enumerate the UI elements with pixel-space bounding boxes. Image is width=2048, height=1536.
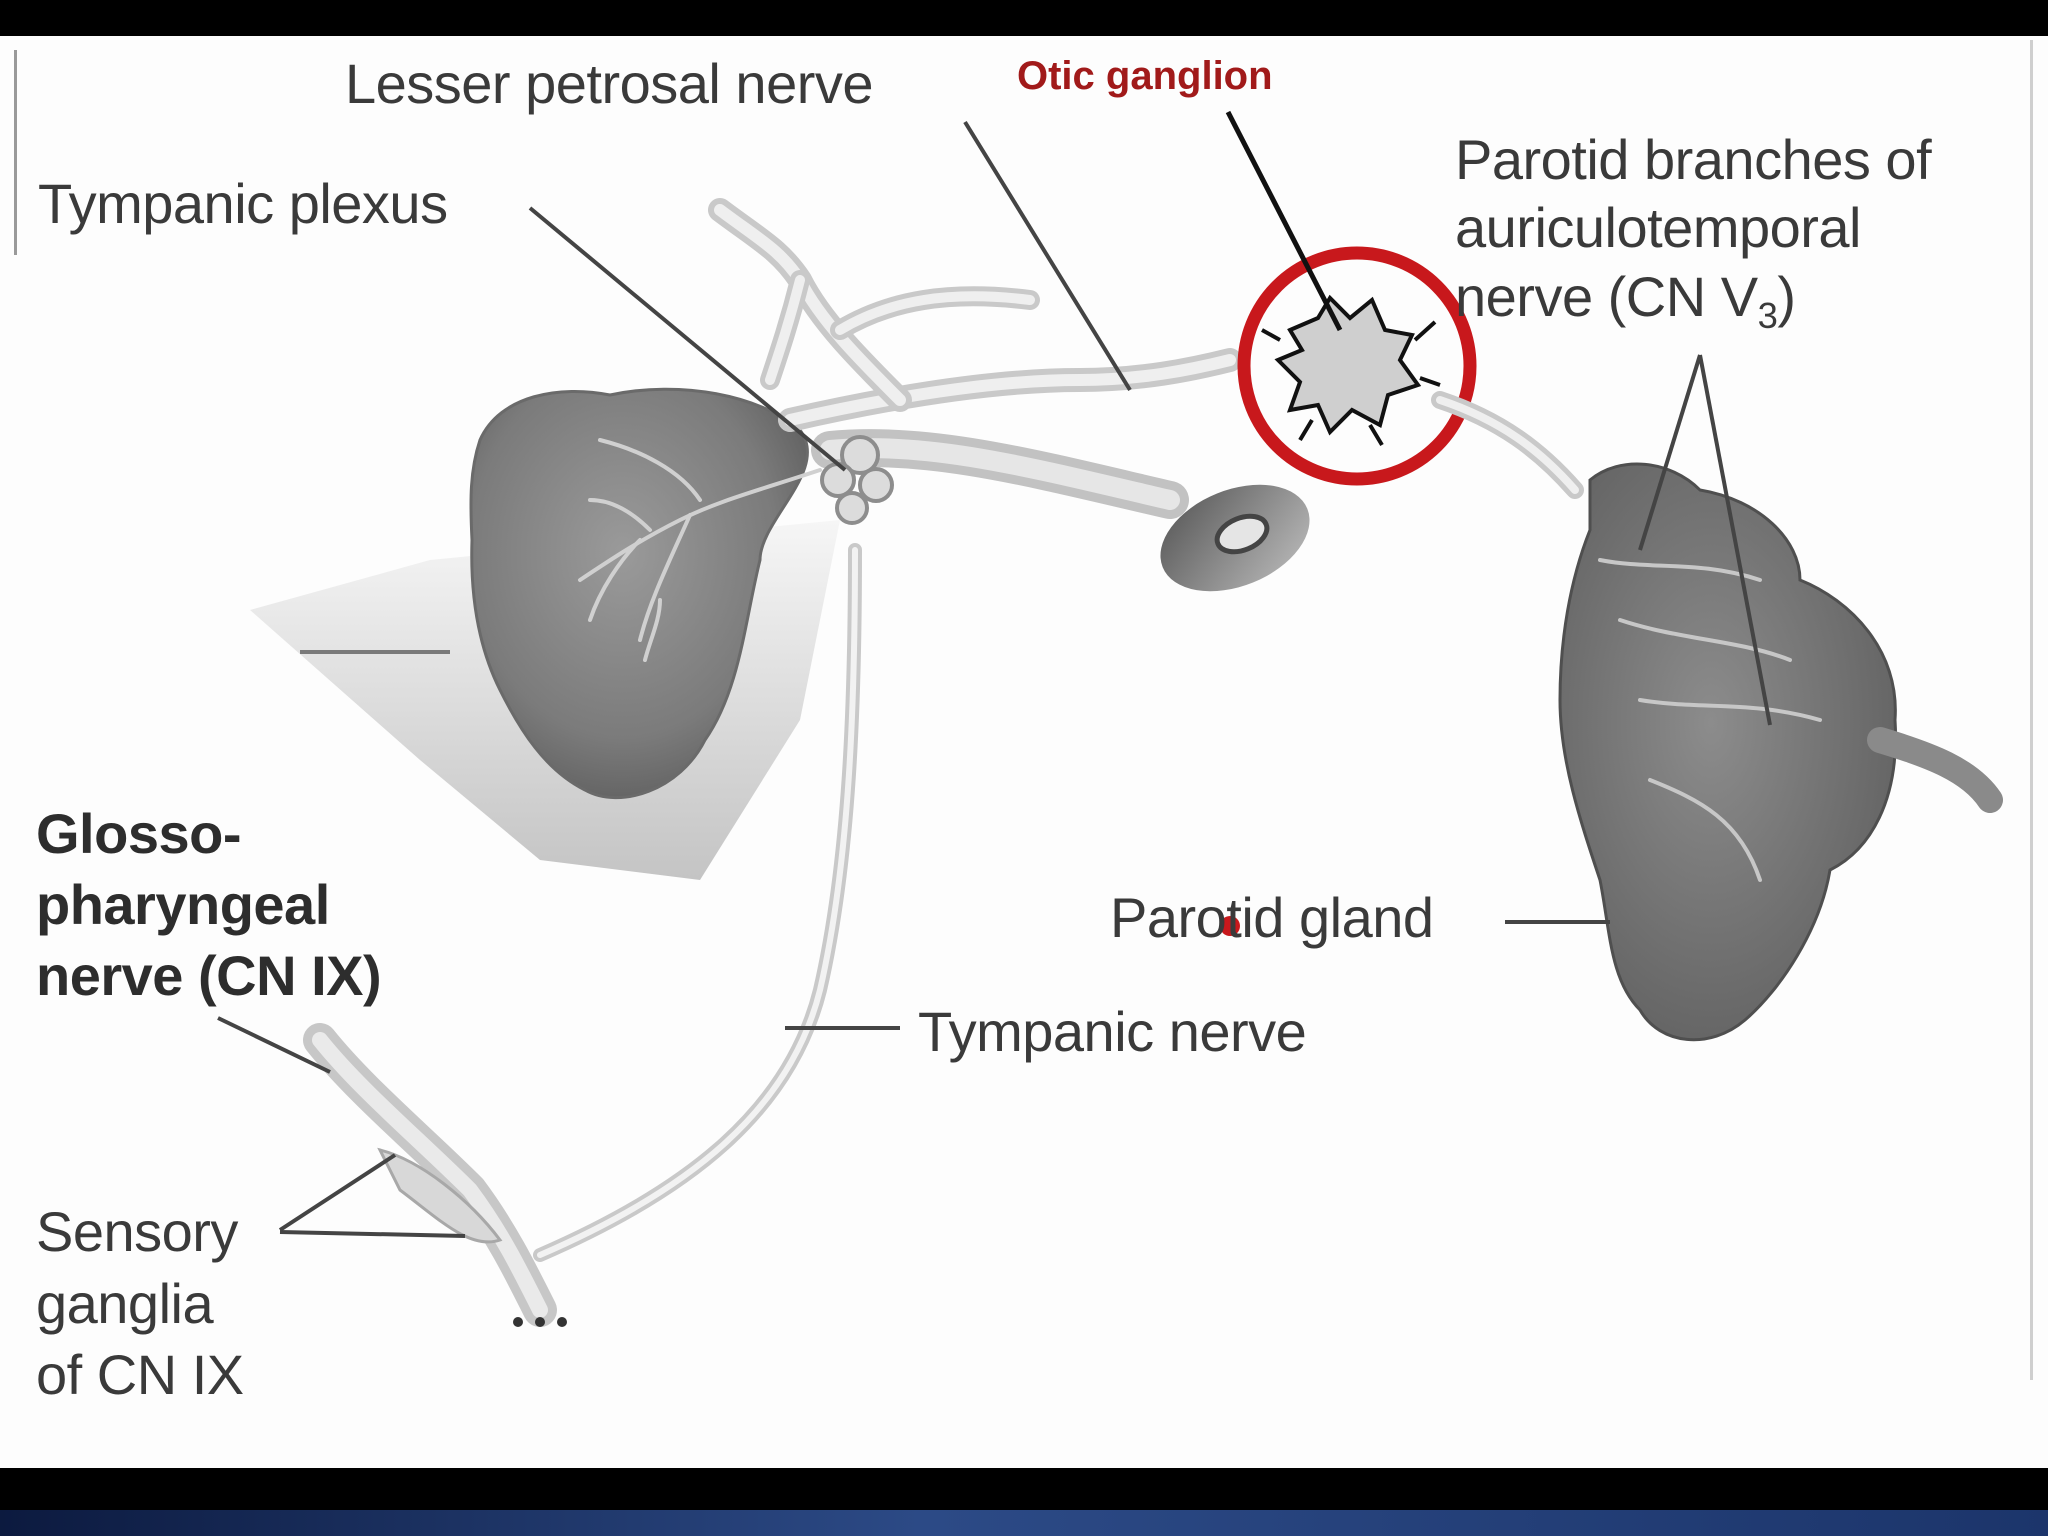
label-tympanic-plexus: Tympanic plexus: [38, 170, 448, 238]
label-sensory-ganglia-line1: Sensory: [36, 1196, 244, 1268]
otic-ganglion-shape: [1262, 298, 1440, 445]
auriculotemporal-nerve-shape: [1440, 400, 1575, 490]
label-glossopharyngeal-line2: pharyngeal: [36, 869, 381, 940]
label-parotid-branches-line3: nerve (CN V3): [1455, 263, 2015, 339]
label-parotid-branches-line3-prefix: nerve (CN V: [1455, 265, 1758, 328]
label-glossopharyngeal-line3: nerve (CN IX): [36, 940, 381, 1011]
label-parotid-branches: Parotid branches of auriculotemporal ner…: [1455, 126, 2015, 338]
otic-ganglion-pointer: [1228, 112, 1340, 330]
parotid-duct-shape: [1880, 740, 1990, 800]
bottom-letterbox-bar: [0, 1468, 2048, 1510]
label-otic-ganglion: Otic ganglion: [1017, 52, 1273, 101]
label-parotid-branches-line3-suffix: ): [1777, 265, 1795, 328]
label-lesser-petrosal-nerve: Lesser petrosal nerve: [345, 50, 873, 118]
label-parotid-branches-line2: auriculotemporal: [1455, 194, 2015, 262]
label-sensory-ganglia-line3: of CN IX: [36, 1339, 244, 1411]
label-glossopharyngeal-nerve: Glosso- pharyngeal nerve (CN IX): [36, 798, 381, 1011]
label-glossopharyngeal-line1: Glosso-: [36, 798, 381, 869]
bottom-blue-strip: [0, 1510, 2048, 1536]
label-tympanic-nerve: Tympanic nerve: [918, 998, 1306, 1066]
label-sensory-ganglia-line2: ganglia: [36, 1268, 244, 1340]
label-sensory-ganglia: Sensory ganglia of CN IX: [36, 1196, 244, 1411]
label-parotid-gland: Parotid gland: [1110, 884, 1434, 952]
label-parotid-branches-line3-sub: 3: [1758, 295, 1778, 336]
upper-nerve-branches: [720, 210, 1030, 400]
parotid-gland-shape: [1560, 464, 1896, 1040]
label-parotid-branches-line1: Parotid branches of: [1455, 126, 2015, 194]
